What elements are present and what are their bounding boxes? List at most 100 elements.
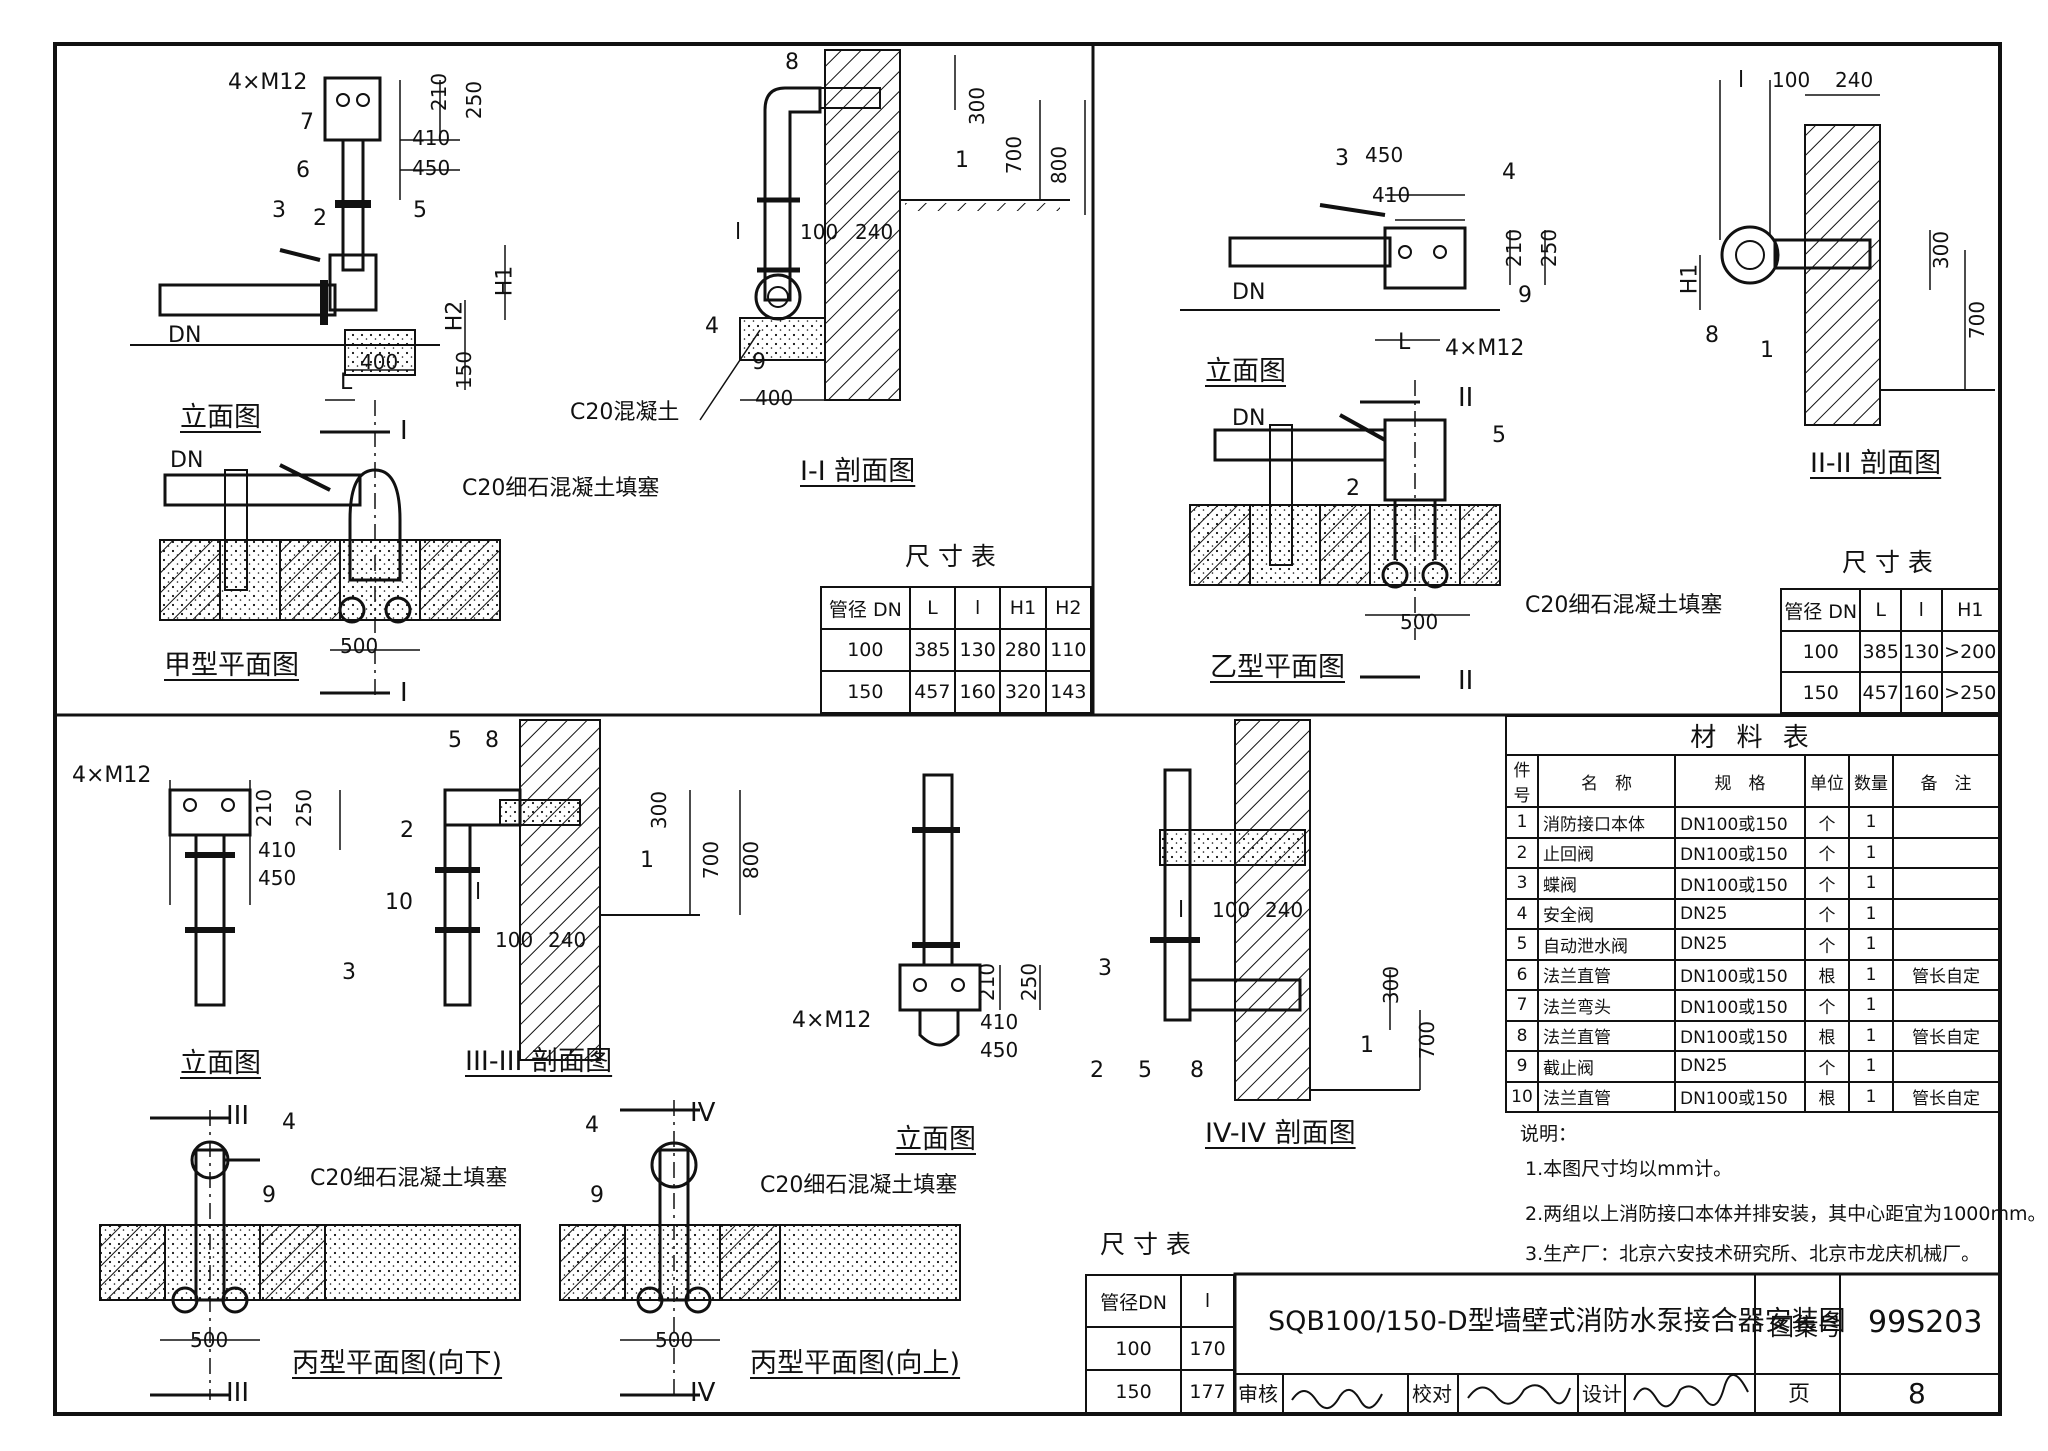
mat-cell: 5 bbox=[1505, 928, 1539, 961]
mat-cell bbox=[1892, 897, 2000, 930]
label-l-c3: l bbox=[475, 880, 482, 905]
mat-cell: 根 bbox=[1804, 1080, 1850, 1113]
title-section-I: I-I 剖面图 bbox=[800, 456, 916, 487]
dim-450-c1: 450 bbox=[258, 866, 297, 890]
dim-410-c1: 410 bbox=[258, 838, 297, 862]
note-1: 1.本图尺寸均以mm计。 bbox=[1525, 1158, 1733, 1180]
mat-h4: 数量 bbox=[1848, 754, 1894, 808]
page-label: 页 bbox=[1788, 1382, 1811, 1407]
dim-500-b: 500 bbox=[1400, 610, 1439, 634]
mat-cell: DN25 bbox=[1674, 1050, 1806, 1083]
callout-2-b: 2 bbox=[1346, 476, 1360, 501]
mat-h1: 名 称 bbox=[1537, 754, 1676, 808]
title-section-II: II-II 剖面图 bbox=[1810, 448, 1942, 479]
panel-c-plan-up bbox=[559, 1100, 961, 1400]
mat-cell: 自动泄水阀 bbox=[1537, 928, 1676, 961]
label-dn-b-plan: DN bbox=[1232, 406, 1266, 431]
label-bolts-a: 4×M12 bbox=[228, 70, 308, 95]
sta-r0c4: 110 bbox=[1044, 628, 1093, 672]
mat-cell: DN100或150 bbox=[1674, 1080, 1806, 1113]
callout-1-b-sec: 1 bbox=[1760, 338, 1774, 363]
stb-h0: 管径 DN bbox=[1779, 588, 1862, 632]
mat-cell: 1 bbox=[1848, 836, 1894, 869]
stb-r1c1: 457 bbox=[1859, 671, 1902, 714]
mark-III-bottom: III bbox=[226, 1378, 250, 1408]
panel-b-section bbox=[1699, 80, 1995, 426]
mat-cell: DN25 bbox=[1674, 928, 1806, 961]
stb-r1c2: 160 bbox=[1899, 671, 1943, 714]
mat-cell: 9 bbox=[1505, 1050, 1539, 1083]
sta-r0c3: 280 bbox=[999, 628, 1047, 672]
size-table-b: 管径 DN L l H1 100 385 130 >200 150 457 16… bbox=[1779, 588, 2001, 714]
outer-frame bbox=[53, 42, 2002, 1416]
callout-5-a: 5 bbox=[413, 198, 427, 223]
panel-c-plan-down bbox=[99, 1110, 521, 1400]
dim-300-c4: 300 bbox=[1379, 965, 1404, 1005]
callout-8-c4: 8 bbox=[1190, 1058, 1204, 1083]
mark-III-top: III bbox=[226, 1101, 250, 1131]
sta-r1c1: 457 bbox=[908, 670, 957, 714]
callout-1-c4: 1 bbox=[1360, 1033, 1374, 1058]
mat-cell: 法兰直管 bbox=[1537, 1080, 1676, 1113]
dim-800-c3: 800 bbox=[739, 840, 764, 880]
callout-3-b: 3 bbox=[1335, 146, 1349, 171]
stb-r1c0: 150 bbox=[1779, 671, 1862, 714]
notes-title: 说明： bbox=[1520, 1123, 1578, 1145]
mat-cell bbox=[1892, 836, 2000, 869]
callout-2-c4: 2 bbox=[1090, 1058, 1104, 1083]
mat-cell: 安全阀 bbox=[1537, 897, 1676, 930]
stb-r0c2: 130 bbox=[1899, 630, 1943, 673]
panel-a-section bbox=[699, 49, 1086, 421]
mark-I-top: I bbox=[400, 416, 408, 446]
mark-II-top: II bbox=[1458, 383, 1474, 413]
callout-3-c4: 3 bbox=[1098, 956, 1112, 981]
label-h1-b-sec: H1 bbox=[1677, 263, 1703, 295]
stb-r0c1: 385 bbox=[1859, 630, 1902, 673]
mat-cell: 2 bbox=[1505, 836, 1539, 869]
panel-b-plan bbox=[1189, 380, 1501, 679]
callout-6-a: 6 bbox=[296, 158, 310, 183]
atlas-number: 99S203 bbox=[1868, 1305, 1983, 1340]
note-2: 2.两组以上消防接口本体并排安装，其中心距宜为1000mm。 bbox=[1525, 1203, 2047, 1225]
dim-500-a: 500 bbox=[340, 634, 379, 658]
label-h2-a: H2 bbox=[442, 300, 468, 332]
title-plan-c-up: 丙型平面图(向上) bbox=[750, 1348, 961, 1379]
mat-cell bbox=[1892, 989, 2000, 1022]
stc-h0: 管径DN bbox=[1084, 1274, 1183, 1328]
callout-4-cd: 4 bbox=[282, 1110, 296, 1135]
callout-5-b: 5 bbox=[1492, 423, 1506, 448]
sta-r1c2: 160 bbox=[954, 670, 1002, 714]
title-plan-b: 乙型平面图 bbox=[1210, 652, 1345, 683]
mat-cell: 截止阀 bbox=[1537, 1050, 1676, 1083]
label-l-b-sec: l bbox=[1738, 68, 1745, 93]
mat-cell: 止回阀 bbox=[1537, 836, 1676, 869]
dim-500-cd: 500 bbox=[190, 1328, 229, 1352]
dim-300-b-sec: 300 bbox=[1929, 230, 1954, 270]
mat-cell: 1 bbox=[1848, 1019, 1894, 1052]
callout-8-b-sec: 8 bbox=[1705, 323, 1719, 348]
mat-cell: DN100或150 bbox=[1674, 1019, 1806, 1052]
dim-250-c2: 250 bbox=[1017, 962, 1042, 1002]
mark-I-bottom: I bbox=[400, 678, 408, 708]
callout-1-c3: 1 bbox=[640, 848, 654, 873]
dim-410-c2: 410 bbox=[980, 1010, 1019, 1034]
label-c20fill-a: C20细石混凝土填塞 bbox=[462, 476, 660, 501]
sta-h3: H1 bbox=[999, 586, 1047, 630]
stb-h2: l bbox=[1899, 588, 1943, 632]
mat-cell: 个 bbox=[1804, 836, 1850, 869]
label-dn-a-plan: DN bbox=[170, 448, 204, 473]
mat-h5: 备 注 bbox=[1892, 754, 2000, 808]
material-table-title: 材 料 表 bbox=[1505, 715, 2000, 756]
mat-cell: 3 bbox=[1505, 867, 1539, 900]
dim-800-a-sec: 800 bbox=[1047, 145, 1072, 185]
mat-cell: 蝶阀 bbox=[1537, 867, 1676, 900]
mat-cell: DN100或150 bbox=[1674, 806, 1806, 839]
label-L-a: L bbox=[340, 370, 353, 395]
mat-cell bbox=[1892, 1050, 2000, 1083]
sta-r0c2: 130 bbox=[954, 628, 1002, 672]
mat-cell: 1 bbox=[1848, 806, 1894, 839]
